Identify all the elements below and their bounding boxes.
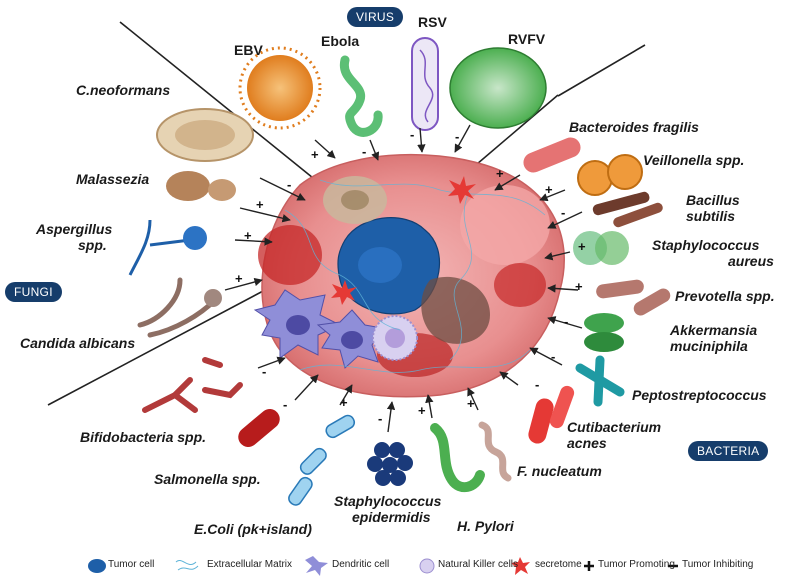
sign-staph-aureus: + <box>578 239 586 254</box>
sign-veillonella: + <box>545 182 553 197</box>
sign-rvfv: - <box>455 129 460 144</box>
label-veillonella: Veillonella spp. <box>643 152 745 168</box>
salmonella-bacterium <box>238 409 280 447</box>
interaction-arrows <box>224 124 583 433</box>
aspergillus-fungus <box>128 219 207 276</box>
sign-malassezia: + <box>256 197 264 212</box>
label-bacillus-2: subtilis <box>686 208 736 224</box>
label-ebola: Ebola <box>321 33 360 49</box>
ecoli-bacterium <box>288 414 356 506</box>
ebola-virus <box>339 55 383 137</box>
tumor-cell-brown <box>421 276 490 344</box>
label-bacillus-1: Bacillus <box>686 192 740 208</box>
legend-tumor-cell: Tumor cell <box>108 559 155 570</box>
bifidobacteria-bacterium <box>142 357 243 413</box>
nk-cell <box>372 315 418 361</box>
sign-bacteroides: + <box>496 166 504 181</box>
candida-fungus <box>137 277 222 338</box>
sign-rsv: - <box>410 127 415 142</box>
sign-ebola: - <box>362 144 367 159</box>
divider-virus-bacteria-2 <box>557 44 646 97</box>
peptostreptococcus-bacterium <box>575 355 625 407</box>
label-ecoli: E.Coli (pk+island) <box>194 521 312 537</box>
ebv-virus <box>238 46 322 130</box>
legend-tumor-promoting: Tumor Promoting <box>598 559 675 570</box>
label-cutibacterium-1: Cutibacterium <box>567 419 662 435</box>
cutibacterium-bacterium <box>528 385 575 444</box>
label-bacteroides: Bacteroides fragilis <box>569 119 699 135</box>
label-staph-aureus-2: aureus <box>728 253 774 269</box>
label-bifidobacteria: Bifidobacteria spp. <box>80 429 207 445</box>
tumor-microenvironment <box>253 153 565 398</box>
divider-virus-bacteria-1 <box>469 94 559 171</box>
label-peptostreptococcus: Peptostreptococcus <box>632 387 767 403</box>
sign-bacillus: - <box>561 205 566 220</box>
sign-bifidobacteria: - <box>262 364 267 379</box>
label-staph-epidermidis-1: Staphylococcus <box>334 493 442 509</box>
staph-epidermidis-bacterium <box>367 442 413 486</box>
malassezia-fungus <box>166 171 236 201</box>
sign-ebv: + <box>311 147 319 162</box>
label-ebv: EBV <box>234 42 263 58</box>
label-c-neoformans: C.neoformans <box>76 82 171 98</box>
label-malassezia: Malassezia <box>76 171 150 187</box>
sign-salmonella: - <box>283 397 288 412</box>
label-staph-aureus-1: Staphylococcus <box>652 237 760 253</box>
category-virus-pill: VIRUS <box>347 7 404 27</box>
label-candida: Candida albicans <box>20 335 136 351</box>
label-f-nucleatum: F. nucleatum <box>517 463 602 479</box>
label-salmonella: Salmonella spp. <box>154 471 261 487</box>
bacteroides-bacterium <box>523 137 581 173</box>
sign-akkermansia: - <box>564 314 569 329</box>
legend-ecm: Extracellular Matrix <box>207 559 293 570</box>
rsv-virus <box>411 37 439 131</box>
h-pylori-bacterium <box>430 423 485 493</box>
secretome-star-1 <box>448 176 476 204</box>
sign-f-nucleatum: + <box>467 396 475 411</box>
category-bacteria-pill: BACTERIA <box>688 441 769 461</box>
label-aspergillus-1: Aspergillus <box>36 221 113 237</box>
dendritic-cell-2 <box>316 309 383 369</box>
label-prevotella: Prevotella spp. <box>675 288 775 304</box>
category-fungi-pill: FUNGI <box>5 282 62 302</box>
label-akkermansia-2: muciniphila <box>670 338 748 354</box>
legend-tumor-inhibiting: Tumor Inhibiting <box>682 559 754 570</box>
bacillus-bacterium <box>592 191 663 228</box>
sign-candida: + <box>235 271 243 286</box>
sign-aspergillus: + <box>244 228 252 243</box>
legend-dendritic-cell: Dendritic cell <box>332 559 390 570</box>
label-cutibacterium-2: acnes <box>567 435 607 451</box>
sign-staph-epidermidis: - <box>378 411 383 426</box>
secretome-star-2 <box>331 280 357 305</box>
c-neoformans-fungus <box>156 108 254 162</box>
label-akkermansia-1: Akkermansia <box>670 322 758 338</box>
label-rsv: RSV <box>418 14 447 30</box>
label-h-pylori: H. Pylori <box>457 518 514 534</box>
sign-h-pylori: + <box>418 403 426 418</box>
label-aspergillus-2: spp. <box>78 237 107 253</box>
legend-secretome: secretome <box>535 559 582 570</box>
legend: Tumor cell Extracellular Matrix Dendriti… <box>80 556 780 576</box>
legend-glyphs <box>88 556 678 576</box>
sign-peptostreptococcus: - <box>551 349 556 364</box>
legend-nk-cells: Natural Killer cells <box>438 559 519 570</box>
staph-aureus-bacterium <box>573 231 629 265</box>
veillonella-bacterium <box>577 154 643 196</box>
sign-ecoli: + <box>340 395 348 410</box>
f-nucleatum-bacterium <box>478 421 512 482</box>
label-staph-epidermidis-2: epidermidis <box>352 509 431 525</box>
akkermansia-bacterium <box>584 313 624 352</box>
rvfv-virus <box>449 47 547 129</box>
divider-virus-fungi <box>119 21 319 183</box>
sign-c-neoformans: - <box>287 177 292 192</box>
sign-cutibacterium: - <box>535 377 540 392</box>
divider-fungi-bacteria <box>47 289 266 406</box>
label-rvfv: RVFV <box>508 31 546 47</box>
prevotella-bacterium <box>596 279 671 316</box>
sign-prevotella: + <box>575 279 583 294</box>
ecm-fibers <box>284 179 546 373</box>
